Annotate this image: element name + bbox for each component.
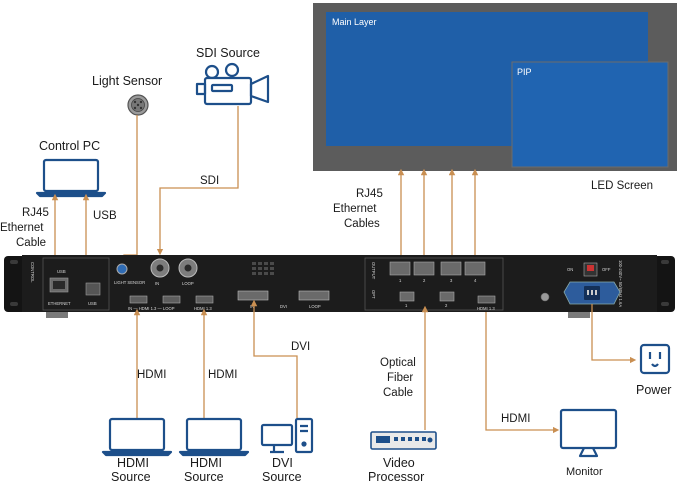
usb-label: USB: [93, 210, 117, 222]
optical-label: Optical Fiber Cable: [380, 357, 416, 399]
svg-text:ON: ON: [567, 267, 573, 272]
svg-text:Source: Source: [184, 470, 224, 483]
svg-text:HDMI 1.3: HDMI 1.3: [194, 306, 212, 311]
vent-grille: [252, 262, 274, 275]
hdmi-input-ports: IN — HDMI 1.3 — LOOP HDMI 1.3: [128, 295, 214, 311]
power-label: Power: [636, 383, 671, 397]
svg-text:OFF: OFF: [602, 267, 611, 272]
dvi-ports: IN DVI LOOP: [237, 290, 330, 309]
rj45-cable-label: RJ45 Ethernet Cable: [0, 207, 49, 249]
light-sensor-cable-line: [120, 115, 138, 266]
svg-text:OPT: OPT: [371, 290, 376, 299]
hdmi-label-1: HDMI: [137, 369, 166, 381]
monitor-icon: [559, 408, 618, 458]
svg-text:Source: Source: [262, 470, 302, 483]
hdmi-source-1-label: HDMI Source: [111, 456, 151, 483]
svg-text:1: 1: [405, 303, 408, 308]
light-sensor-port: LIGHT SENSOR: [114, 263, 145, 285]
pip-label: PIP: [517, 67, 532, 77]
dvi-source-label: DVI Source: [262, 456, 302, 483]
monitor-cable-line: [485, 312, 560, 434]
sdi-ports: IN LOOP: [150, 258, 198, 286]
monitor-label: Monitor: [566, 466, 603, 478]
svg-text:Ethernet: Ethernet: [0, 222, 44, 234]
svg-text:1: 1: [399, 278, 402, 283]
svg-text:IN: IN: [250, 304, 254, 309]
hdmi-source-2-label: HDMI Source: [184, 456, 224, 483]
hdmi-label-3: HDMI: [501, 413, 530, 425]
controller-chassis: [4, 255, 675, 318]
svg-text:Cables: Cables: [344, 218, 380, 230]
control-pc-label: Control PC: [39, 139, 100, 153]
svg-text:Fiber: Fiber: [387, 372, 413, 384]
led-screen-label: LED Screen: [591, 180, 653, 192]
svg-text:HDMI 1.3: HDMI 1.3: [477, 306, 495, 311]
light-sensor-label: Light Sensor: [92, 74, 162, 88]
svg-text:LOOP: LOOP: [309, 304, 321, 309]
video-processor-icon: [370, 431, 437, 450]
power-switch: ON OFF 100-240V~ 50/60Hz 1.6A: [567, 260, 623, 307]
svg-text:Video: Video: [383, 456, 415, 470]
laptop-icon: [101, 417, 173, 457]
sdi-source-label: SDI Source: [196, 46, 260, 60]
dvi-label: DVI: [291, 341, 310, 353]
svg-text:Ethernet: Ethernet: [333, 203, 377, 215]
ac-power-inlet: [563, 281, 621, 305]
svg-text:DVI: DVI: [280, 304, 287, 309]
svg-text:IN: IN: [155, 281, 159, 286]
control-section: CONTROL USB ETHERNET USB: [30, 262, 101, 306]
svg-text:HDMI: HDMI: [117, 456, 149, 470]
rj45-cables-label: RJ45 Ethernet Cables: [333, 188, 383, 230]
laptop-icon: [178, 417, 250, 457]
hdmi-output-port: HDMI 1.3: [477, 295, 495, 311]
ground-screw-icon: [540, 292, 550, 302]
svg-text:LOOP: LOOP: [182, 281, 194, 286]
svg-text:Source: Source: [111, 470, 151, 483]
led-screen: Main Layer PIP: [313, 3, 677, 171]
desktop-computer-icon: [260, 417, 314, 454]
dvi-cable-line: [250, 299, 298, 418]
output-section: OUTPUT 1 2 3 4 OPT 1 2: [371, 261, 486, 308]
main-layer-label: Main Layer: [332, 17, 377, 27]
hdmi-label-2: HDMI: [208, 369, 237, 381]
sdi-label: SDI: [200, 175, 219, 187]
svg-text:USB: USB: [88, 301, 97, 306]
svg-text:100-240V~ 50/60Hz 1.6A: 100-240V~ 50/60Hz 1.6A: [618, 260, 623, 307]
sdi-cable-line: [156, 106, 239, 256]
svg-text:2: 2: [423, 278, 426, 283]
svg-text:2: 2: [445, 303, 448, 308]
svg-text:HDMI: HDMI: [190, 456, 222, 470]
video-processor-label: Video Processor: [368, 456, 424, 483]
svg-text:Cable: Cable: [16, 237, 46, 249]
svg-text:IN — HDMI 1.3 — LOOP: IN — HDMI 1.3 — LOOP: [128, 306, 175, 311]
svg-text:CONTROL: CONTROL: [30, 262, 35, 283]
svg-text:4: 4: [474, 278, 477, 283]
svg-text:LIGHT SENSOR: LIGHT SENSOR: [114, 280, 145, 285]
light-sensor-icon: [127, 94, 149, 116]
svg-text:3: 3: [450, 278, 453, 283]
power-outlet-icon: [639, 343, 671, 375]
svg-text:OUTPUT: OUTPUT: [371, 262, 376, 280]
svg-text:ETHERNET: ETHERNET: [48, 301, 71, 306]
svg-text:RJ45: RJ45: [22, 207, 49, 219]
power-cable-line: [591, 304, 637, 364]
video-camera-icon: [195, 62, 270, 106]
svg-text:Optical: Optical: [380, 357, 416, 369]
svg-text:USB: USB: [57, 269, 66, 274]
svg-text:Processor: Processor: [368, 470, 424, 483]
laptop-icon: [35, 158, 107, 198]
svg-text:Cable: Cable: [383, 387, 413, 399]
svg-text:DVI: DVI: [272, 456, 293, 470]
svg-text:RJ45: RJ45: [356, 188, 383, 200]
